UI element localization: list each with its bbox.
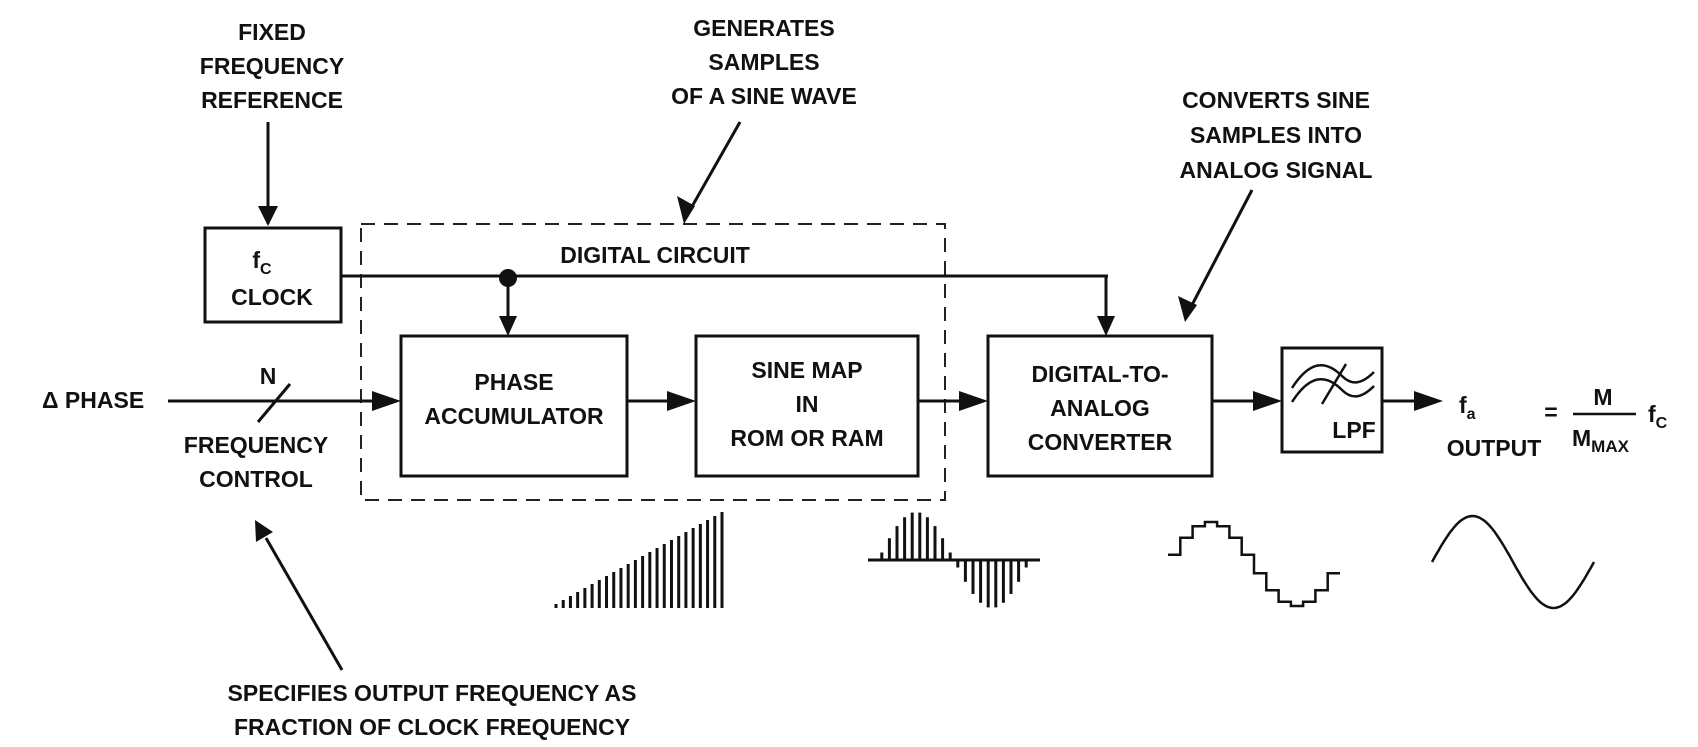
clock-distribution (341, 269, 1115, 336)
lpf-filter-curve-upper (1290, 363, 1375, 389)
signal-path (168, 383, 1443, 423)
frequency-control-label: FREQUENCY (184, 432, 328, 458)
converts-arrow (1190, 189, 1254, 306)
dac-label: CONVERTER (1028, 429, 1173, 455)
phase-accumulator-label: PHASE (474, 369, 553, 395)
annotation-line: GENERATES (693, 15, 834, 41)
lpf-block: LPF (1280, 346, 1384, 454)
annotation-line: SAMPLES (708, 49, 819, 75)
clock-fc-label: fC (252, 247, 272, 278)
clock-to-accumulator-arrowhead (499, 316, 517, 336)
clock-to-dac-arrowhead (1097, 316, 1115, 336)
specifies-output-annotation: SPECIFIES OUTPUT FREQUENCY AS FRACTION O… (228, 520, 637, 740)
input-arrowhead (372, 391, 401, 411)
converts-samples-annotation: CONVERTS SINE SAMPLES INTO ANALOG SIGNAL (1178, 87, 1372, 322)
analog-sine-waveform (1430, 514, 1596, 610)
staircase-waveform (1168, 520, 1340, 608)
specifies-arrow (264, 537, 344, 671)
sine-map-label: IN (796, 391, 819, 417)
bus-width-label: N (260, 363, 277, 389)
dac-label: DIGITAL-TO- (1031, 361, 1168, 387)
digital-circuit-label: DIGITAL CIRCUIT (560, 242, 750, 268)
dac-block: DIGITAL-TO- ANALOG CONVERTER (986, 334, 1214, 478)
sine-map-block: SINE MAP IN ROM OR RAM (694, 334, 920, 478)
sine-map-to-dac-arrowhead (959, 391, 988, 411)
accumulator-to-sine-map-arrowhead (667, 391, 696, 411)
lpf-label: LPF (1332, 417, 1375, 443)
analog-sine-curve (1430, 514, 1596, 610)
converts-arrowhead (1178, 296, 1197, 322)
dac-label: ANALOG (1050, 395, 1150, 421)
frequency-control-label: CONTROL (199, 466, 313, 492)
lpf-filter-curve-lower (1290, 377, 1375, 403)
bus-slash (256, 383, 292, 423)
fraction-numerator: M (1593, 384, 1612, 410)
output-label: OUTPUT (1447, 435, 1542, 461)
lpf-to-output-arrowhead (1414, 391, 1443, 411)
equals-sign: = (1544, 399, 1557, 425)
annotation-line: SPECIFIES OUTPUT FREQUENCY AS (228, 680, 637, 706)
specifies-arrowhead (255, 520, 273, 542)
fraction-denominator: MMAX (1572, 425, 1630, 456)
phase-accumulator-block: PHASE ACCUMULATOR (399, 334, 629, 478)
sine-map-label: SINE MAP (751, 357, 862, 383)
output-equation: fa OUTPUT = M MMAX fC (1447, 384, 1668, 461)
generates-arrowhead (677, 196, 695, 224)
generates-samples-annotation: GENERATES SAMPLES OF A SINE WAVE (671, 15, 857, 224)
digital-circuit-boundary: DIGITAL CIRCUIT (360, 223, 946, 501)
generates-arrow (688, 121, 742, 211)
dac-to-lpf-arrowhead (1253, 391, 1282, 411)
annotation-line: SAMPLES INTO (1190, 122, 1362, 148)
annotation-line: FRACTION OF CLOCK FREQUENCY (234, 714, 630, 740)
phase-accumulator-label: ACCUMULATOR (424, 403, 604, 429)
output-fa-label: fa (1459, 392, 1476, 423)
annotation-line: FIXED (238, 19, 306, 45)
lpf-strike (1320, 363, 1348, 405)
annotation-line: CONVERTS SINE (1182, 87, 1370, 113)
annotation-line: OF A SINE WAVE (671, 83, 857, 109)
staircase-path (1168, 520, 1340, 608)
reference-arrowhead (258, 206, 278, 226)
annotation-line: ANALOG SIGNAL (1180, 157, 1373, 183)
frequency-control-input: Δ PHASE N FREQUENCY CONTROL (42, 363, 328, 492)
delta-phase-label: Δ PHASE (42, 387, 144, 413)
annotation-line: REFERENCE (201, 87, 343, 113)
fixed-frequency-reference-annotation: FIXED FREQUENCY REFERENCE (200, 19, 344, 226)
output-fc-label: fC (1648, 401, 1668, 432)
sine-map-label: ROM OR RAM (730, 425, 883, 451)
clock-block: fC CLOCK (203, 226, 343, 324)
annotation-line: FREQUENCY (200, 53, 344, 79)
phase-ramp-waveform (554, 512, 724, 608)
clock-label: CLOCK (231, 284, 313, 310)
sampled-sine-waveform (868, 512, 1040, 608)
